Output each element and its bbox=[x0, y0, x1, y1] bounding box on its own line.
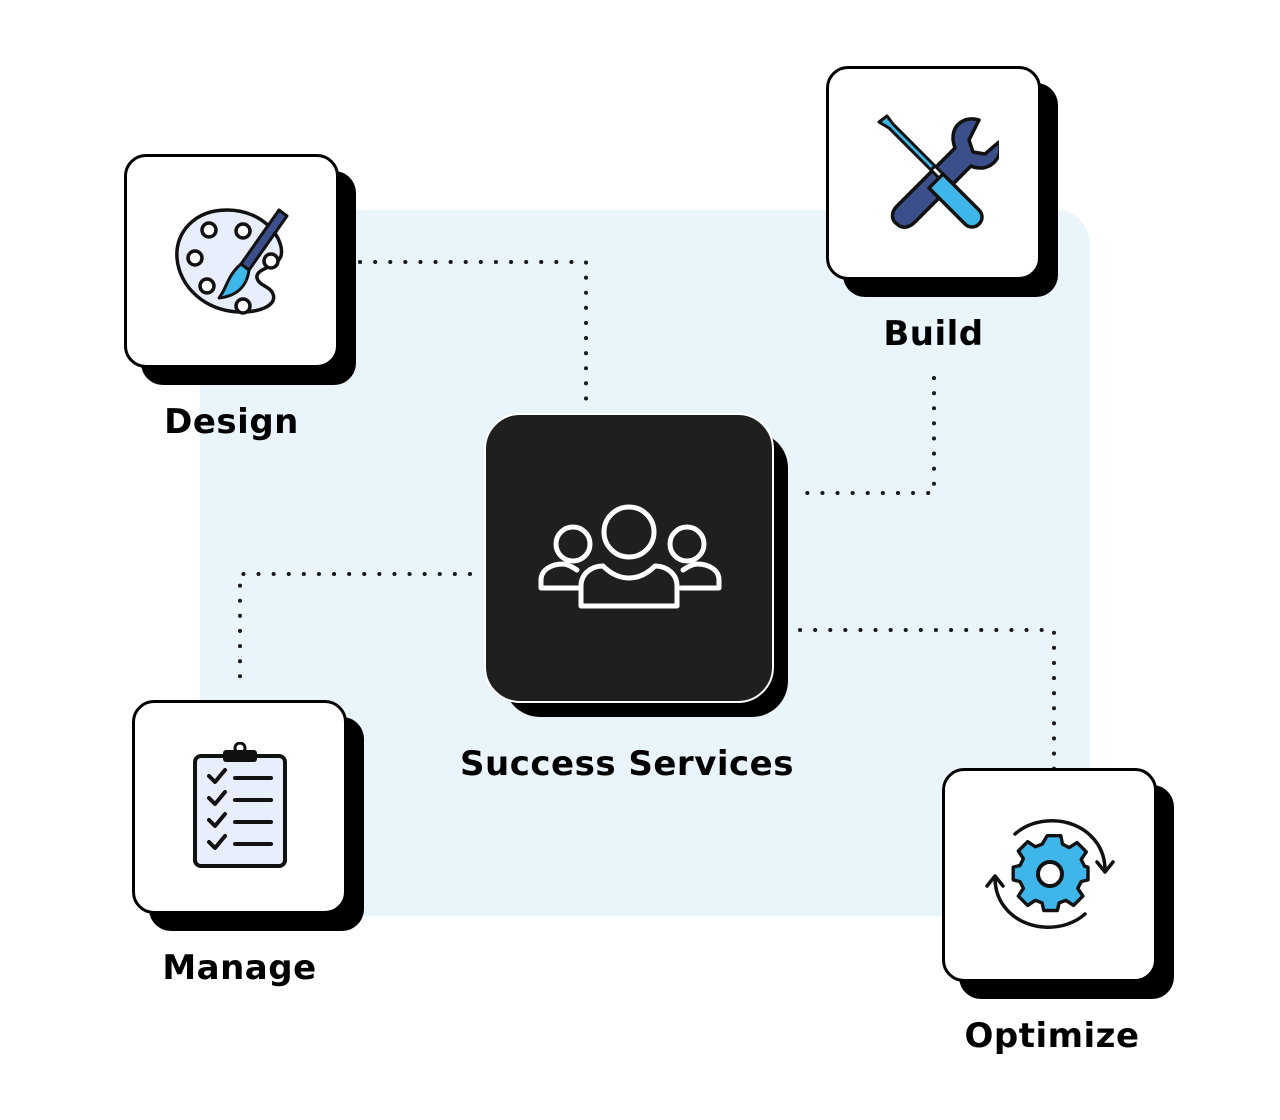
connector-design bbox=[358, 260, 588, 414]
build-card[interactable] bbox=[826, 66, 1041, 280]
connector-build bbox=[798, 376, 936, 495]
manage-card[interactable] bbox=[132, 700, 347, 914]
success-services-label: Success Services bbox=[460, 744, 794, 784]
design-card[interactable] bbox=[124, 154, 339, 368]
tools-icon bbox=[869, 108, 999, 238]
manage-label: Manage bbox=[162, 948, 317, 988]
build-label: Build bbox=[883, 314, 984, 354]
success-services-card[interactable] bbox=[484, 413, 774, 703]
optimize-card[interactable] bbox=[942, 768, 1157, 982]
palette-icon bbox=[167, 196, 297, 326]
users-group-icon bbox=[529, 498, 729, 618]
connector-manage bbox=[238, 572, 472, 692]
clipboard-checklist-icon bbox=[185, 742, 295, 872]
connector-optimize bbox=[798, 628, 1056, 772]
gear-cycle-icon bbox=[975, 810, 1125, 940]
design-label: Design bbox=[164, 402, 299, 442]
optimize-label: Optimize bbox=[964, 1016, 1140, 1056]
